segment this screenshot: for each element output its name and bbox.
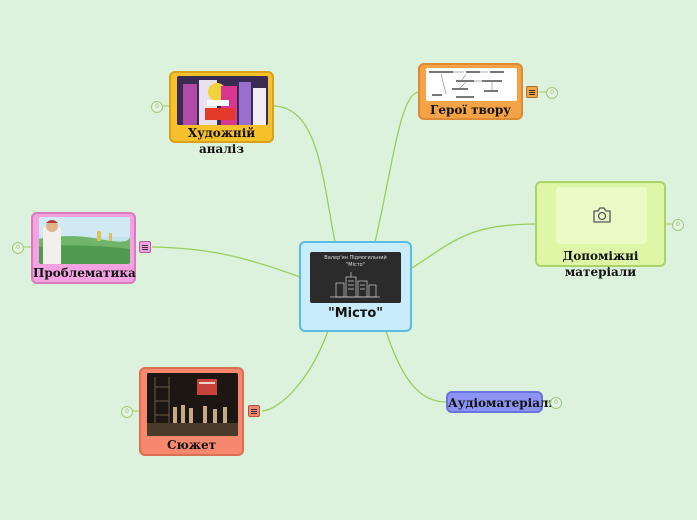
thumb-author: Валер'ян Підмогильний [324, 255, 387, 261]
collapse-toggle-heroes[interactable]: 0 [546, 87, 558, 99]
topic-art-analysis[interactable]: Художній аналіз [169, 71, 274, 156]
heroes-thumbnail [426, 68, 517, 101]
topic-label: Проблематика [33, 266, 136, 280]
art-thumbnail [177, 76, 268, 125]
topic-heroes[interactable]: Герої твору [418, 63, 523, 120]
central-topic[interactable]: Валер'ян Підмогильний "Місто" "Місто" [299, 241, 412, 332]
collapse-toggle-problems[interactable]: 0 [12, 242, 24, 254]
topic-label: Герої твору [430, 103, 511, 117]
central-label: "Місто" [327, 306, 384, 321]
collapse-toggle-plot[interactable]: 0 [121, 406, 133, 418]
topic-label: Сюжет [166, 438, 217, 452]
notes-icon[interactable] [139, 241, 151, 253]
central-thumbnail: Валер'ян Підмогильний "Місто" [310, 252, 401, 303]
topic-label: Допоміжні матеріали [562, 249, 639, 279]
topic-audio[interactable]: Аудіоматеріали [446, 391, 558, 413]
topic-label: Художній аналіз [187, 126, 256, 156]
topic-problems[interactable]: Проблематика [31, 212, 136, 284]
topic-label: Аудіоматеріали [448, 396, 558, 410]
thumb-title: "Місто" [345, 262, 366, 268]
link-heroes [374, 91, 420, 243]
problems-thumbnail [39, 217, 130, 264]
collapse-toggle-extra[interactable]: 0 [672, 219, 684, 231]
collapse-toggle-art[interactable]: 0 [151, 101, 163, 113]
link-audio [385, 330, 447, 403]
extra-thumbnail [556, 187, 647, 244]
city-sketch [330, 272, 380, 298]
link-art [273, 105, 336, 243]
topic-plot[interactable]: Сюжет [139, 367, 244, 456]
link-extra [411, 223, 537, 269]
notes-icon[interactable] [248, 405, 260, 417]
link-plot [261, 330, 329, 412]
collapse-toggle-audio[interactable]: 0 [550, 397, 562, 409]
plot-thumbnail [147, 373, 238, 436]
camera-icon [593, 207, 611, 223]
notes-icon[interactable] [526, 86, 538, 98]
link-problems [151, 246, 301, 278]
topic-extra-materials[interactable]: Допоміжні матеріали [535, 181, 666, 279]
